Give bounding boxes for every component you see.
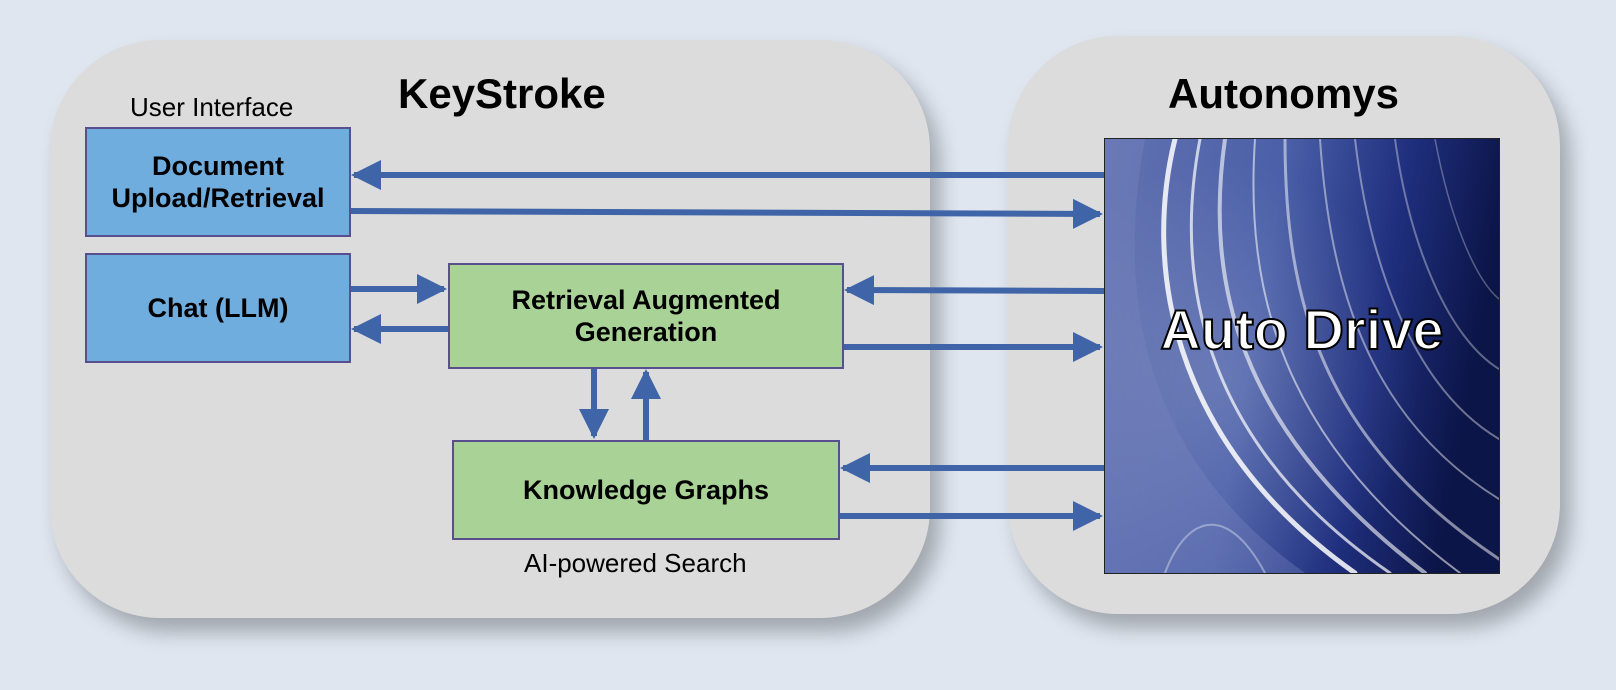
arrow-document-to-autodrive (350, 198, 1103, 229)
document-upload-label: Document Upload/Retrieval (111, 151, 325, 213)
rag-box: Retrieval Augmented Generation (448, 263, 844, 369)
chat-llm-label: Chat (LLM) (147, 293, 289, 323)
auto-drive-artwork (1105, 139, 1499, 573)
knowledge-graphs-box: Knowledge Graphs (452, 440, 840, 540)
chat-llm-box: Chat (LLM) (85, 253, 351, 363)
ai-search-caption: AI-powered Search (524, 548, 747, 578)
arrow-autodrive-to-rag (844, 275, 1105, 306)
user-interface-caption: User Interface (130, 92, 294, 122)
rag-label: Retrieval Augmented Generation (511, 285, 781, 347)
auto-drive-image: Auto Drive (1104, 138, 1500, 574)
keystroke-title: KeyStroke (398, 70, 606, 117)
autonomys-title: Autonomys (1168, 70, 1399, 117)
auto-drive-label: Auto Drive (1159, 297, 1444, 362)
knowledge-graphs-label: Knowledge Graphs (522, 475, 770, 505)
document-upload-box: Document Upload/Retrieval (85, 127, 351, 237)
